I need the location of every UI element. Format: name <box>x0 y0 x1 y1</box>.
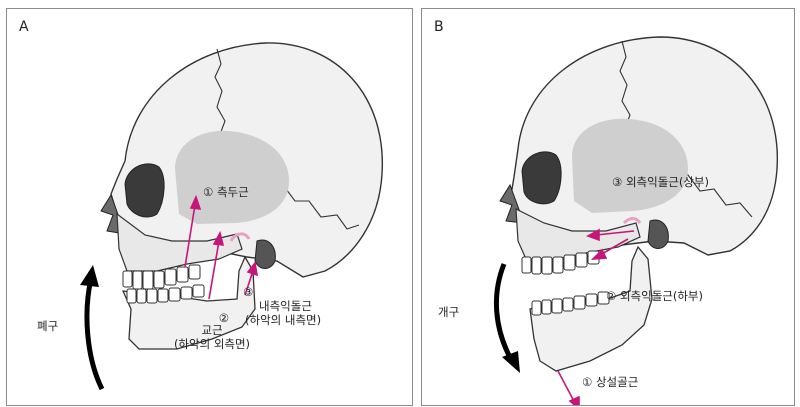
panel-b-label: B <box>434 19 444 35</box>
orbit <box>522 152 561 204</box>
medial-pterygoid-label: ③ 내측익돌근 (하악의 내측면) <box>241 285 321 327</box>
lateral-pterygoid-lower-label: ② 외측익돌근(하부) <box>606 289 703 303</box>
skull-open-illustration <box>422 9 794 405</box>
panel-a-label: A <box>19 19 29 35</box>
orbit <box>125 164 164 217</box>
suprahyoid-label: ① 상설골근 <box>582 375 638 389</box>
panel-a: A ① 측두근 ② 교근 (하악의 외측면) ③ 내측익돌근 (하악의 내측면)… <box>6 8 413 406</box>
opening-motion-arrow <box>496 264 520 373</box>
opening-motion-label: 개구 <box>438 305 459 319</box>
temporalis-label: ① 측두근 <box>203 185 249 199</box>
closing-motion-label: 폐구 <box>37 319 58 333</box>
lateral-pterygoid-upper-label: ③ 외측익돌근(상부) <box>612 175 709 189</box>
closing-motion-arrow <box>80 265 102 389</box>
panel-b: B ③ 외측익돌근(상부) ② 외측익돌근(하부) ① 상설골근 개구 <box>421 8 795 406</box>
